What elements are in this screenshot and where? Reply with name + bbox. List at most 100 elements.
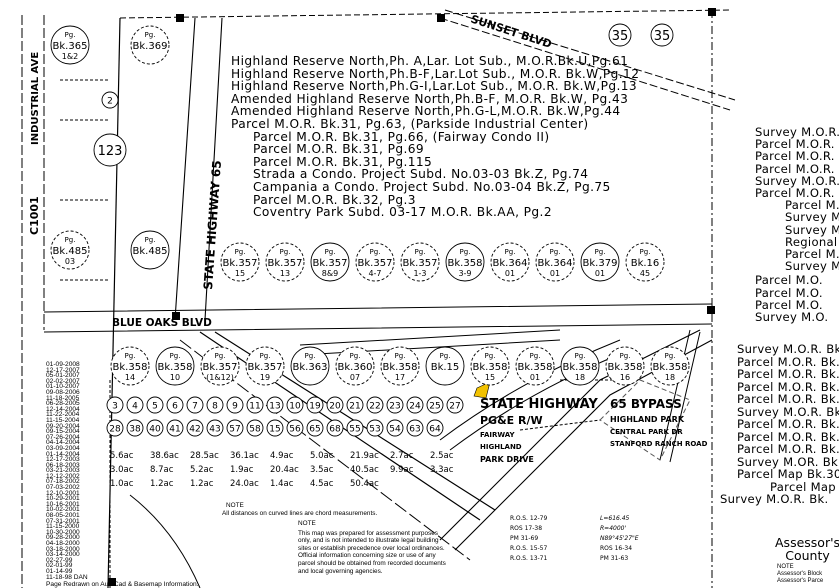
page-number: 3-9: [458, 269, 471, 278]
reference-item: Highland Reserve North,Ph.G-I,Lar.Lot Su…: [231, 79, 638, 94]
parcel-number: 21: [346, 396, 364, 414]
parcel-number: 40: [146, 419, 164, 437]
parcel-number-text: 58: [249, 425, 261, 435]
acreage-label: 9.9ac: [390, 465, 414, 475]
parcel-number: 4: [126, 396, 144, 414]
reference-item: Parcel M.O.R. Bk.31, Pg.69: [253, 142, 425, 157]
parcel-number: 53: [366, 419, 384, 437]
parcel-number-text: 2: [107, 97, 113, 107]
top-boundary: [119, 9, 731, 19]
page-number: 18: [665, 373, 675, 382]
parcel-number: 54: [386, 419, 404, 437]
revision-date: 07-03-2002: [46, 484, 80, 492]
revision-date: 10-30-2000: [46, 528, 80, 536]
section-corner-marker: [108, 578, 116, 586]
revision-date: 10-02-2001: [46, 506, 80, 514]
reference-item: Parcel M.O.R. Bk.32, Pg.3: [253, 192, 416, 207]
acreage-label: 1.0ac: [110, 479, 134, 489]
book-number: Bk.485: [53, 246, 88, 257]
right-reference-item: Parcel M.O.: [755, 285, 823, 300]
acreage-label: 1.4ac: [270, 479, 294, 489]
parcel-number-text: 40: [149, 425, 161, 435]
revision-date: 05-01-2007: [46, 372, 80, 380]
pg-label: Pg.: [415, 248, 426, 256]
parcel-number: 56: [286, 419, 304, 437]
revision-date: 07-31-2001: [46, 517, 80, 525]
parcel-number-text: 54: [389, 425, 401, 435]
parcel-number: 68: [326, 419, 344, 437]
parcel-number-text: 57: [229, 425, 240, 435]
right-reference-item: Parcel M.O.R.: [785, 247, 839, 261]
parcel-number: 65: [306, 419, 324, 437]
right-reference-item: Survey M.O.R. Bk.2: [737, 342, 839, 356]
page-number: 17: [395, 373, 405, 382]
book-number: Bk.379: [583, 258, 618, 269]
revision-date: 01-14-2004: [46, 450, 80, 458]
bypass-label: 65 BYPASS: [610, 397, 682, 411]
revision-date: 09-08-2006: [46, 388, 80, 396]
revision-date: 09-28-2000: [46, 534, 80, 542]
note-text: Official information concerning size or …: [298, 552, 436, 560]
parcel-number: 19: [306, 396, 324, 414]
parcel-number: 2: [101, 91, 119, 109]
book-number: Bk.360: [338, 362, 373, 373]
book-number: Bk.365: [53, 41, 88, 52]
page-number: 10: [170, 373, 180, 382]
parcel-number: 3: [106, 396, 124, 414]
central-park-label: CENTRAL PARK DR: [610, 428, 683, 436]
pg-label: Pg.: [260, 352, 271, 360]
parcel-number-text: 68: [329, 425, 341, 435]
parcel-number-text: 21: [349, 402, 360, 412]
curve-note: NOTE All distances on curved lines are c…: [222, 502, 377, 517]
revision-date: 12-17-2007: [46, 366, 80, 374]
assessor-title-line: County: [785, 548, 830, 563]
right-reference-item: Survey M.O.R.: [785, 222, 839, 237]
revision-date: 03-18-2000: [46, 545, 80, 553]
blue-oaks-blvd: [43, 303, 713, 333]
sunset-blvd: [439, 9, 736, 111]
parcel-number: 38: [126, 419, 144, 437]
book-page-marker: Pg.Bk.485: [130, 230, 170, 270]
revision-date: 11-15-2004: [46, 416, 80, 424]
right-reference-item: Survey M.OR. Bk.1: [737, 454, 839, 469]
right-reference-item: Parcel M.O.R. Bk.16: [755, 149, 839, 164]
revision-date: 12-17-2003: [46, 456, 80, 464]
pg-label: Pg.: [65, 31, 76, 39]
parcel-number-text: 7: [192, 402, 198, 412]
right-reference-item: Survey M.O.: [755, 310, 829, 324]
revision-date: 02-02-2007: [46, 377, 80, 385]
parcel-number-text: 41: [169, 425, 180, 435]
revision-date: 11-15-2000: [46, 523, 80, 531]
book-number: Bk.358: [608, 362, 643, 373]
book-number: Bk.358: [448, 258, 483, 269]
pg-label: Pg.: [350, 352, 361, 360]
parcel-number: 6: [166, 396, 184, 414]
pg-label: Pg.: [145, 31, 156, 39]
section-corner-marker: [437, 14, 445, 22]
reference-item: Campania a Condo. Project Subd. No.03-04…: [253, 179, 611, 194]
parcel-number-text: 15: [269, 425, 280, 435]
book-number: Bk.16: [631, 258, 660, 269]
sunset-blvd-label: SUNSET BLVD: [469, 12, 553, 50]
page-number: 01: [550, 269, 560, 278]
book-page-marker: Pg.Bk.357(1&12): [200, 346, 240, 386]
stanford-ranch-road: [659, 329, 701, 463]
note-text: only, and is not intended to illustrate …: [298, 537, 439, 545]
right-reference-item: Parcel M.O.R. Bk.3: [737, 429, 839, 444]
parcel-number: 27: [446, 396, 464, 414]
right-reference-item: Survey M.O.R. Bk15,: [755, 173, 839, 188]
parcel-number: 20: [326, 396, 344, 414]
pg-label: Pg.: [235, 248, 246, 256]
right-reference-item: Parcel M.O.: [755, 273, 823, 288]
state-highway-label: STATE HIGHWAY: [480, 397, 598, 412]
redrawn-note: Page Redrawn on AutoCad & Basemap Inform…: [46, 581, 199, 588]
book-number: Bk.363: [293, 362, 328, 373]
